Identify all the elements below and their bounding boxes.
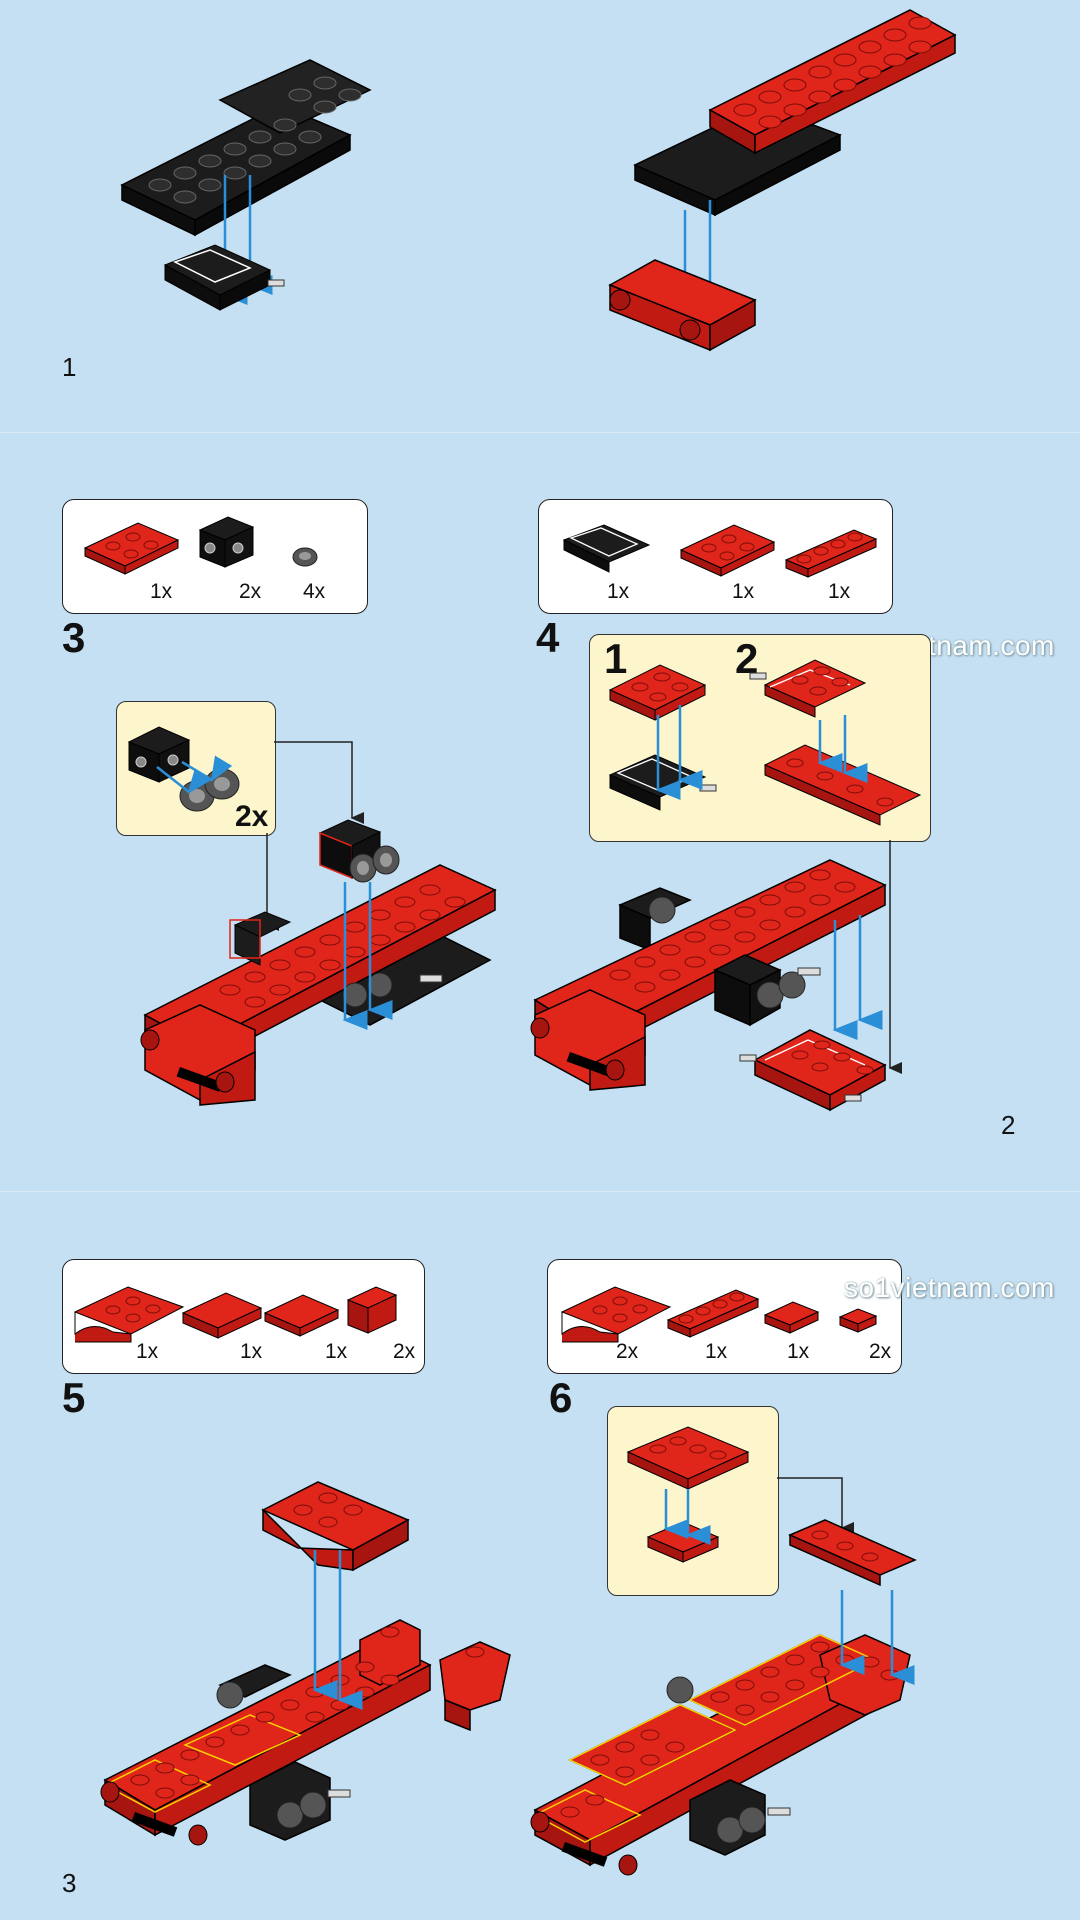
wheel-holder-illustration xyxy=(163,244,285,311)
red-1x1-tile-part xyxy=(838,1308,878,1333)
part-qty: 1x xyxy=(787,1340,810,1363)
step-number: 6 xyxy=(549,1374,573,1421)
step-number: 4 xyxy=(536,614,560,661)
black-wheel-holder-part xyxy=(562,524,651,573)
brick-wheel-subassembly-illustration xyxy=(127,726,240,812)
step-4-callout: 1 2 xyxy=(589,634,931,842)
substep-number: 2 xyxy=(735,635,759,682)
red-front-arch-illustration xyxy=(608,259,757,352)
callout-qty: 2x xyxy=(235,800,269,833)
part-qty: 1x xyxy=(240,1340,263,1363)
page-number: 2 xyxy=(1001,1110,1016,1140)
brick-with-wheels-illustration xyxy=(318,819,400,883)
part-qty: 1x xyxy=(828,580,851,603)
part-qty: 2x xyxy=(869,1340,892,1363)
step-4-model-illustration xyxy=(530,859,887,1091)
red-2x4-plate-part xyxy=(181,1292,263,1339)
part-qty: 2x xyxy=(616,1340,639,1363)
substep-1-illustration xyxy=(608,664,717,811)
plate-subassembly-falling-illustration xyxy=(788,1519,917,1587)
plate-subassembly-illustration xyxy=(626,1426,750,1563)
part-qty: 1x xyxy=(136,1340,159,1363)
red-arch-mudguard-part xyxy=(560,1286,672,1343)
step-6-model-illustration xyxy=(530,1590,915,1876)
red-1x2-plate-part xyxy=(763,1301,820,1334)
part-qty: 1x xyxy=(325,1340,348,1363)
red-1x4-plate-part xyxy=(784,529,878,578)
red-2x3-plate-part xyxy=(679,524,776,577)
page-number: 1 xyxy=(62,352,77,382)
red-plate-chassis-illustration xyxy=(633,9,957,325)
step-3-parts-box: 1x 2x 4x xyxy=(62,499,368,614)
part-qty: 2x xyxy=(393,1340,416,1363)
front-subassembly-illustration xyxy=(739,1029,887,1112)
red-arch-piece-illustration xyxy=(261,1481,410,1572)
red-2x3-plate-part xyxy=(83,522,180,575)
substep-number: 1 xyxy=(604,635,628,682)
step-number: 5 xyxy=(62,1374,86,1421)
step-5-model-illustration xyxy=(100,1550,511,1846)
watermark: so1vietnam.com xyxy=(844,1272,1055,1303)
part-qty: 1x xyxy=(607,580,630,603)
callout-connector xyxy=(888,840,902,1074)
step-6-parts-box: 2x 1x 1x 2x xyxy=(547,1259,902,1374)
callout-connector xyxy=(265,741,364,931)
part-qty: 4x xyxy=(303,580,326,603)
black-brick-with-pins-part xyxy=(198,516,255,568)
part-qty: 2x xyxy=(239,580,262,603)
callout-connector xyxy=(777,1477,854,1534)
step-3-callout: 2x xyxy=(116,701,276,836)
substep-2-illustration xyxy=(749,659,922,826)
page-divider xyxy=(0,432,1080,433)
step-5-parts-box: 1x 1x 1x 2x xyxy=(62,1259,425,1374)
red-2x2-plate-part xyxy=(263,1294,340,1337)
red-arch-mudguard-part xyxy=(73,1286,185,1343)
red-slope-part xyxy=(346,1286,398,1334)
part-qty: 1x xyxy=(732,580,755,603)
black-chassis-illustration xyxy=(120,59,372,305)
part-qty: 1x xyxy=(705,1340,728,1363)
page-divider xyxy=(0,1191,1080,1192)
step-6-callout xyxy=(607,1406,779,1596)
red-1x4-plate-part xyxy=(666,1289,760,1338)
step-number: 3 xyxy=(62,614,86,661)
step-3-arrows xyxy=(342,882,393,1030)
step-4-parts-box: 1x 1x 1x xyxy=(538,499,893,614)
step-3-model-illustration xyxy=(140,864,497,1106)
part-qty: 1x xyxy=(150,580,173,603)
gray-wheel-part xyxy=(292,547,318,567)
page-number: 3 xyxy=(62,1868,77,1898)
